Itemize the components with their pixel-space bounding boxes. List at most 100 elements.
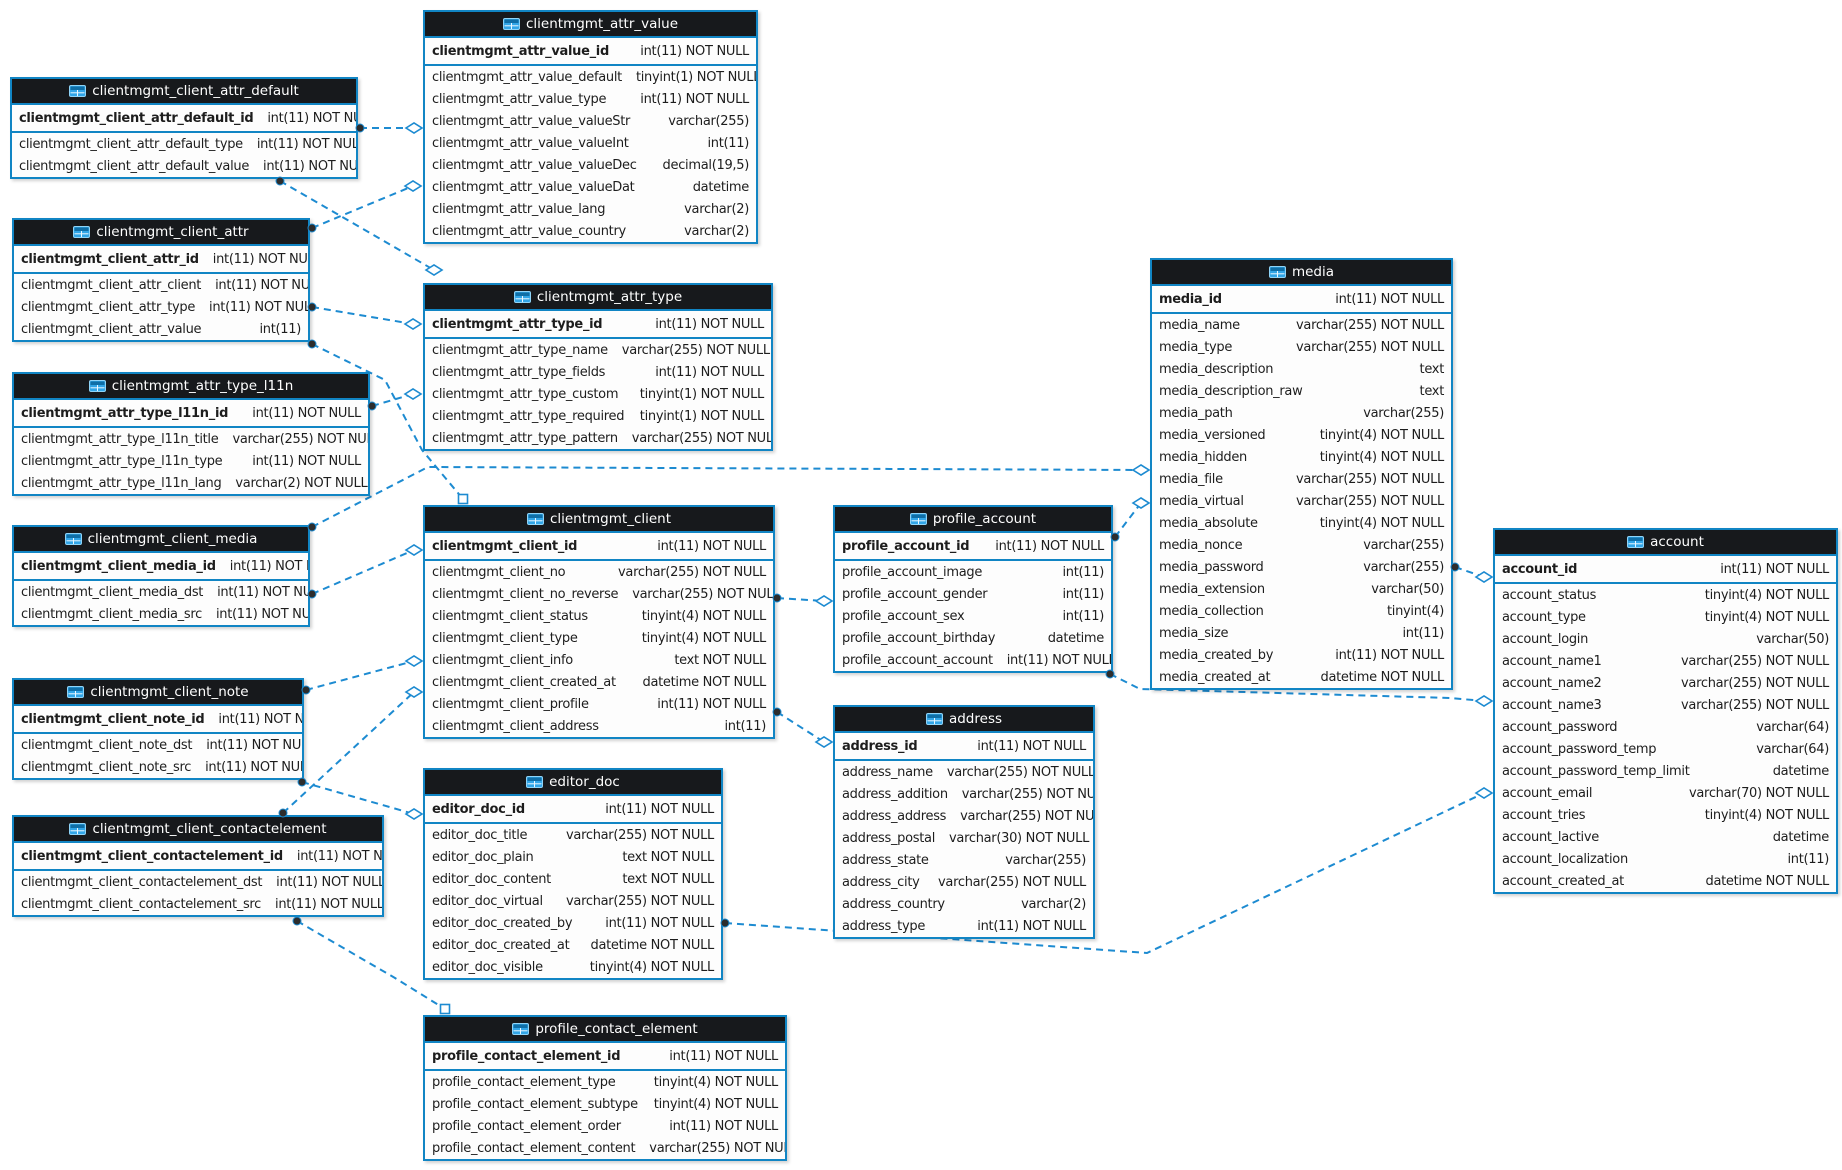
relationship-clientmgmt_client_media--clientmgmt_client[interactable]	[311, 549, 415, 595]
column-type: int(11) NOT NULL	[205, 759, 302, 775]
column-name: clientmgmt_client_profile	[432, 696, 589, 712]
column-type: int(11)	[1787, 851, 1829, 867]
table-profile_contact_element[interactable]: profile_contact_element profile_contact_e…	[423, 1015, 787, 1161]
table-header[interactable]: clientmgmt_attr_type_l11n	[14, 374, 368, 400]
column-name: clientmgmt_attr_value_valueDec	[432, 157, 637, 173]
column-type: varchar(255) NOT NULL	[649, 1140, 785, 1156]
pk-separator	[12, 131, 356, 133]
table-header[interactable]: clientmgmt_client_note	[14, 680, 302, 706]
table-clientmgmt_attr_value[interactable]: clientmgmt_attr_value clientmgmt_attr_val…	[423, 10, 758, 244]
column-type: int(11) NOT NULL	[296, 848, 382, 864]
column-type: int(11) NOT NULL	[215, 606, 308, 622]
table-header[interactable]: profile_contact_element	[425, 1017, 785, 1043]
table-row: account_localization int(11)	[1495, 848, 1836, 870]
table-title: clientmgmt_attr_type_l11n	[111, 378, 294, 394]
column-name: account_created_at	[1502, 873, 1624, 889]
column-name: account_localization	[1502, 851, 1628, 867]
column-type: int(11) NOT NULL	[256, 136, 356, 152]
column-type: int(11)	[1402, 625, 1444, 641]
table-header[interactable]: profile_account	[835, 507, 1111, 533]
relationship-clientmgmt_client_attr--clientmgmt_attr_value[interactable]	[311, 185, 414, 229]
relationship-clientmgmt_client--address[interactable]	[776, 711, 825, 743]
column-name: address_address	[842, 808, 947, 824]
table-grid-icon	[512, 1023, 530, 1035]
relationship-clientmgmt_client_attr_default--clientmgmt_attr_type[interactable]	[279, 180, 435, 271]
table-header[interactable]: clientmgmt_attr_type	[425, 285, 771, 311]
table-header[interactable]: address	[835, 707, 1093, 733]
relationship-clientmgmt_client_note--clientmgmt_client[interactable]	[305, 660, 415, 691]
column-name: media_size	[1159, 625, 1229, 641]
column-type: int(11) NOT NULL	[215, 277, 308, 293]
table-header[interactable]: media	[1152, 260, 1451, 286]
table-grid-icon	[88, 380, 106, 392]
column-name: media_extension	[1159, 581, 1265, 597]
column-name: profile_account_image	[842, 564, 983, 580]
column-type: int(11) NOT NULL	[267, 110, 356, 126]
relationship-editor_doc--account[interactable]	[724, 792, 1485, 955]
relationship-media--account[interactable]	[1454, 566, 1485, 578]
table-header[interactable]: clientmgmt_attr_value	[425, 12, 756, 38]
table-header[interactable]: clientmgmt_client_contactelement	[14, 817, 382, 843]
table-grid-icon	[925, 713, 943, 725]
relationship-clientmgmt_client--profile_account[interactable]	[776, 597, 825, 602]
table-clientmgmt_client_attr[interactable]: clientmgmt_client_attr clientmgmt_client_…	[12, 218, 310, 342]
relationship-clientmgmt_client_media--media[interactable]	[311, 465, 1142, 528]
column-type: int(11) NOT NULL	[252, 453, 361, 469]
table-clientmgmt_attr_type_l11n[interactable]: clientmgmt_attr_type_l11n clientmgmt_attr…	[12, 372, 370, 496]
table-header[interactable]: clientmgmt_client	[425, 507, 773, 533]
pk-separator	[835, 559, 1111, 561]
column-name: clientmgmt_attr_value_valueInt	[432, 135, 629, 151]
column-type: tinyint(4) NOT NULL	[589, 959, 715, 975]
relationship-clientmgmt_client_contactelement--profile_contact_element[interactable]	[296, 920, 446, 1010]
relationship-clientmgmt_client_attr--clientmgmt_client[interactable]	[311, 343, 464, 500]
column-type: int(11) NOT NULL	[640, 91, 749, 107]
table-header[interactable]: clientmgmt_client_media	[14, 527, 308, 553]
relationship-clientmgmt_client_note--editor_doc[interactable]	[301, 781, 415, 815]
table-header[interactable]: editor_doc	[425, 770, 721, 796]
table-header[interactable]: clientmgmt_client_attr	[14, 220, 308, 246]
relationship-clientmgmt_client_contactelement--clientmgmt_client[interactable]	[282, 691, 415, 814]
column-name: clientmgmt_attr_type_id	[432, 316, 603, 332]
table-header[interactable]: account	[1495, 530, 1836, 556]
relationship-profile_account--media[interactable]	[1114, 502, 1142, 538]
column-name: clientmgmt_attr_value_valueDat	[432, 179, 635, 195]
relationship-clientmgmt_client_attr--clientmgmt_attr_type[interactable]	[311, 306, 414, 325]
column-type: int(11) NOT NULL	[1720, 561, 1829, 577]
column-type: int(11) NOT NULL	[206, 737, 302, 753]
table-header[interactable]: clientmgmt_client_attr_default	[12, 79, 356, 105]
relationship-profile_account--account[interactable]	[1109, 673, 1485, 702]
